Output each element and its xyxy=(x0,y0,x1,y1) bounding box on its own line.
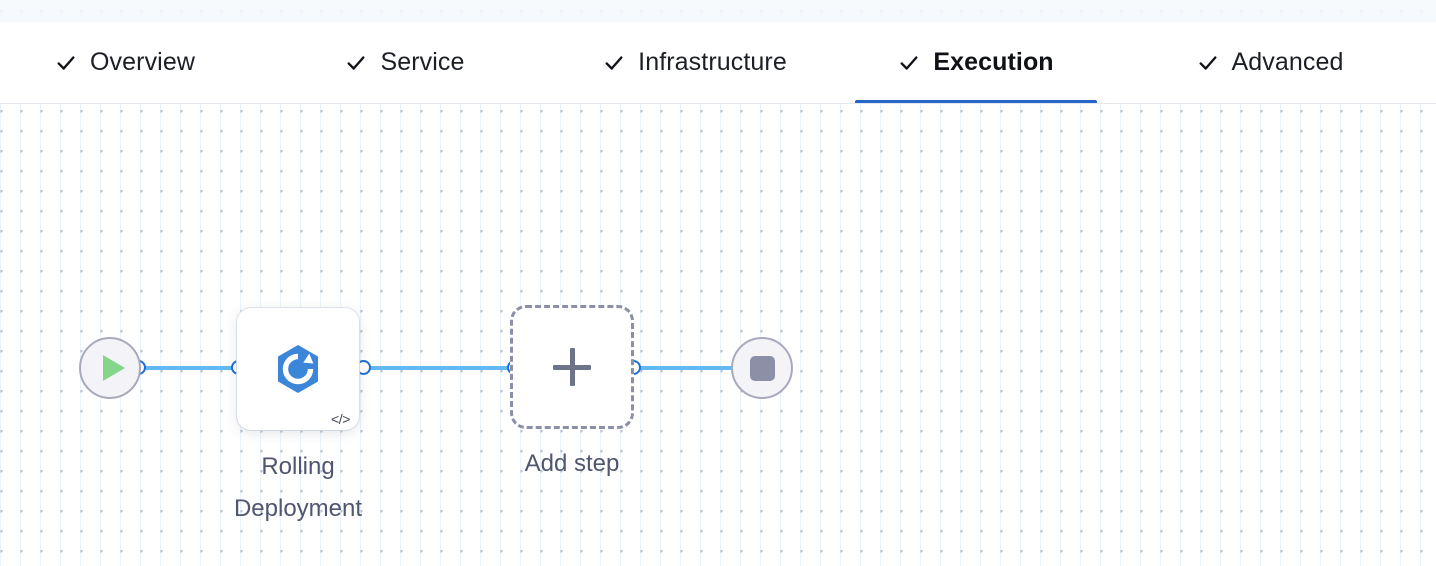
connector-start-to-step xyxy=(138,366,240,370)
pipeline-graph: </> Rolling Deployment Add step xyxy=(0,103,1436,566)
add-step-node[interactable] xyxy=(510,305,634,429)
tab-service[interactable]: Service xyxy=(310,22,500,103)
step-node-rolling-deployment[interactable]: </> xyxy=(237,308,359,430)
check-icon xyxy=(898,52,920,74)
tab-overview[interactable]: Overview xyxy=(20,22,230,103)
canvas-top-strip xyxy=(0,0,1436,22)
check-icon xyxy=(1197,52,1219,74)
add-step-label: Add step xyxy=(524,450,620,477)
wizard-tab-bar: Overview Service Infrastructure Executio… xyxy=(0,22,1436,104)
check-icon xyxy=(345,52,367,74)
tab-infrastructure[interactable]: Infrastructure xyxy=(560,22,830,103)
play-icon xyxy=(102,355,125,381)
plus-icon xyxy=(553,348,591,386)
code-icon: </> xyxy=(330,411,350,427)
tab-label: Overview xyxy=(90,48,195,76)
stop-icon xyxy=(749,355,775,381)
check-icon xyxy=(603,52,625,74)
connector-step-to-add xyxy=(363,366,515,370)
tab-execution[interactable]: Execution xyxy=(855,22,1097,103)
tab-advanced[interactable]: Advanced xyxy=(1145,22,1395,103)
pipeline-end-node[interactable] xyxy=(731,337,793,399)
connector-add-to-end xyxy=(633,366,738,370)
step-node-label: Rolling Deployment xyxy=(233,453,363,522)
check-icon xyxy=(55,52,77,74)
tab-label: Advanced xyxy=(1231,48,1344,76)
tab-active-underline xyxy=(855,100,1097,103)
tab-label: Execution xyxy=(933,48,1054,76)
tab-label: Service xyxy=(380,48,465,76)
tab-label: Infrastructure xyxy=(638,48,787,76)
rolling-deployment-icon xyxy=(272,343,324,395)
pipeline-start-node[interactable] xyxy=(79,337,141,399)
